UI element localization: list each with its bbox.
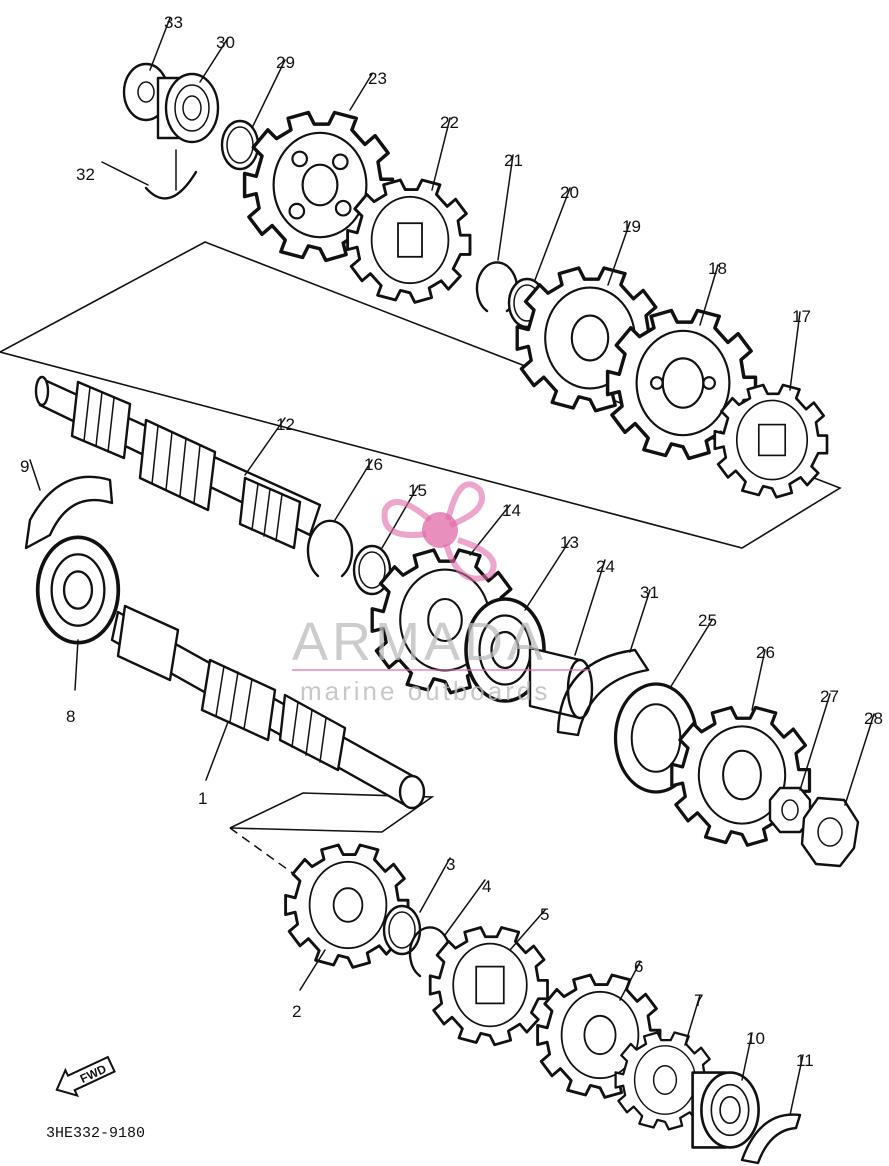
part-19-gear (515, 266, 662, 413)
part-6-gear (536, 973, 662, 1099)
part-14-gear (370, 548, 517, 695)
part-28-nut (800, 796, 860, 868)
part-label-2: 2 (292, 1002, 301, 1021)
part-label-19: 19 (622, 217, 641, 236)
part-24-collar (528, 646, 594, 720)
part-11-circlip (740, 1113, 802, 1165)
part-17-gear (713, 383, 829, 499)
fwd-arrow-icon: FWD (55, 1055, 116, 1098)
part-5-gear (428, 926, 549, 1047)
part-label-22: 22 (440, 113, 459, 132)
part-label-20: 20 (560, 183, 579, 202)
part-7-gear (614, 1031, 714, 1131)
part-label-29: 29 (276, 53, 295, 72)
part-9-circlip (24, 475, 114, 550)
part-label-21: 21 (504, 151, 523, 170)
part-label-24: 24 (596, 557, 615, 576)
part-label-18: 18 (708, 259, 727, 278)
part-label-9: 9 (20, 457, 29, 476)
part-2-gear (284, 843, 410, 969)
part-label-15: 15 (408, 481, 427, 500)
part-label-33: 33 (164, 13, 183, 32)
part-12-shaft (34, 375, 322, 550)
part-labels: 1234567891011121314151617181920212223242… (20, 13, 883, 1070)
part-label-17: 17 (792, 307, 811, 326)
lower-shaft-frame (229, 792, 435, 833)
watermark-brand: ARMADA (292, 612, 547, 672)
part-label-27: 27 (820, 687, 839, 706)
part-23-gear (242, 110, 395, 263)
part-label-5: 5 (540, 905, 549, 924)
catalog-code: 3HE332-9180 (46, 1125, 145, 1142)
leader-dash (229, 827, 331, 901)
part-label-23: 23 (368, 69, 387, 88)
part-label-1: 1 (198, 789, 207, 808)
part-1-shaft (110, 604, 426, 810)
watermark-logo-icon (381, 481, 497, 582)
part-label-16: 16 (364, 455, 383, 474)
part-label-28: 28 (864, 709, 883, 728)
part-32-clip (144, 149, 198, 200)
part-label-25: 25 (698, 611, 717, 630)
part-label-4: 4 (482, 877, 491, 896)
part-16-circlip (306, 519, 354, 578)
part-label-13: 13 (560, 533, 579, 552)
part-30-bearing (156, 72, 220, 144)
part-22-gear (346, 178, 472, 304)
part-label-11: 11 (796, 1051, 814, 1070)
part-label-7: 7 (694, 991, 703, 1010)
part-8-bearing (35, 535, 121, 645)
part-label-26: 26 (756, 643, 775, 662)
part-label-30: 30 (216, 33, 235, 52)
part-31-clip (556, 648, 650, 737)
part-label-3: 3 (446, 855, 455, 874)
watermark-tagline: marine outboards (300, 676, 550, 706)
part-label-8: 8 (66, 707, 75, 726)
leader-lines (29, 17, 875, 1116)
part-10-bearing (691, 1071, 760, 1149)
part-label-12: 12 (276, 415, 295, 434)
part-label-14: 14 (502, 501, 521, 520)
part-26-sprocket (670, 705, 812, 847)
part-18-gear (605, 308, 758, 461)
part-3-washer (382, 904, 422, 956)
part-label-6: 6 (634, 957, 643, 976)
part-label-32: 32 (76, 165, 95, 184)
part-label-10: 10 (746, 1029, 765, 1048)
part-label-31: 31 (640, 583, 659, 602)
